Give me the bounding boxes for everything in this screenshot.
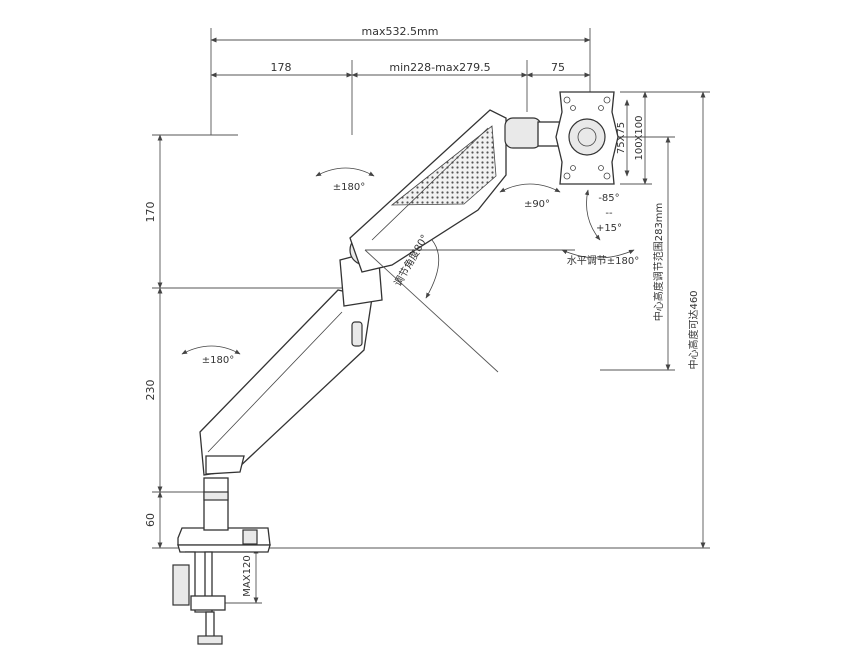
arm-adjust-arc [425, 239, 440, 299]
clamp-handle [197, 635, 223, 645]
height-60-label: 60 [144, 513, 157, 527]
lower-arm [199, 289, 373, 476]
vesa-center-inner [577, 127, 597, 147]
tilt-head-arc [499, 183, 561, 193]
vesa-hole-2 [603, 96, 611, 104]
mid-segment-label: min228-max279.5 [389, 61, 490, 74]
top-dimensions: max532.5mm 178 min228-max279.5 75 [210, 25, 591, 135]
vesa-hole-3 [563, 172, 571, 180]
base-plate-lower [177, 544, 271, 553]
vesa-hole-8 [598, 165, 604, 171]
rot-bottom-label: ±180° [202, 355, 234, 366]
height-170-label: 170 [144, 202, 157, 223]
pole-body [203, 477, 229, 531]
pole [203, 477, 229, 531]
clamp-dimension: MAX120 [205, 547, 262, 604]
tilt-sep-label: -- [605, 208, 613, 219]
vesa-100-label: 100X100 [634, 115, 645, 160]
max-reach-label: max532.5mm [362, 25, 439, 38]
pole-ring [203, 491, 229, 501]
right-segment-label: 75 [551, 61, 565, 74]
base-knob [242, 529, 258, 545]
vesa-75-label: 75X75 [616, 122, 627, 154]
vesa-center-hub [568, 118, 606, 156]
rot-bottom-arc [181, 345, 241, 355]
tilt-head-label: ±90° [524, 199, 550, 210]
vesa-hole-6 [598, 105, 604, 111]
left-segment-label: 178 [271, 61, 292, 74]
lower-arm-body [199, 289, 373, 476]
clamp-pad [190, 595, 226, 611]
vesa-hole-5 [570, 105, 576, 111]
head-knuckle [504, 117, 542, 149]
pan-horizontal-label: 水平调节±180° [567, 255, 639, 267]
vesa-plate [555, 91, 619, 185]
upper-arm [349, 109, 507, 273]
center-range-label: 中心高度调节范围283mm [652, 203, 665, 322]
rotation-annotations: ±180° ±180° ±90° -85° -- +15° 水平调节±180° [181, 167, 639, 366]
diagonal-guide [364, 249, 499, 373]
clamp-max-label: MAX120 [242, 555, 253, 596]
lower-arm-foot [205, 455, 245, 475]
lower-arm-slot [351, 321, 363, 347]
height-230-label: 230 [144, 380, 157, 401]
lower-arm-edge [207, 311, 343, 453]
vesa-hole-1 [563, 96, 571, 104]
desk-clamp [172, 527, 271, 645]
vesa-hole-4 [603, 172, 611, 180]
tilt-up-label: -85° [598, 193, 619, 204]
tilt-down-label: +15° [596, 223, 622, 234]
rot-top-arc [315, 167, 375, 177]
center-max-label: 中心高度可达460 [687, 290, 700, 369]
clamp-side [172, 564, 190, 606]
rot-top-label: ±180° [333, 182, 365, 193]
upper-arm-edge [371, 127, 489, 241]
vesa-hole-7 [570, 165, 576, 171]
pan-arc [561, 249, 635, 259]
tilt-vertical-arc [584, 189, 601, 241]
